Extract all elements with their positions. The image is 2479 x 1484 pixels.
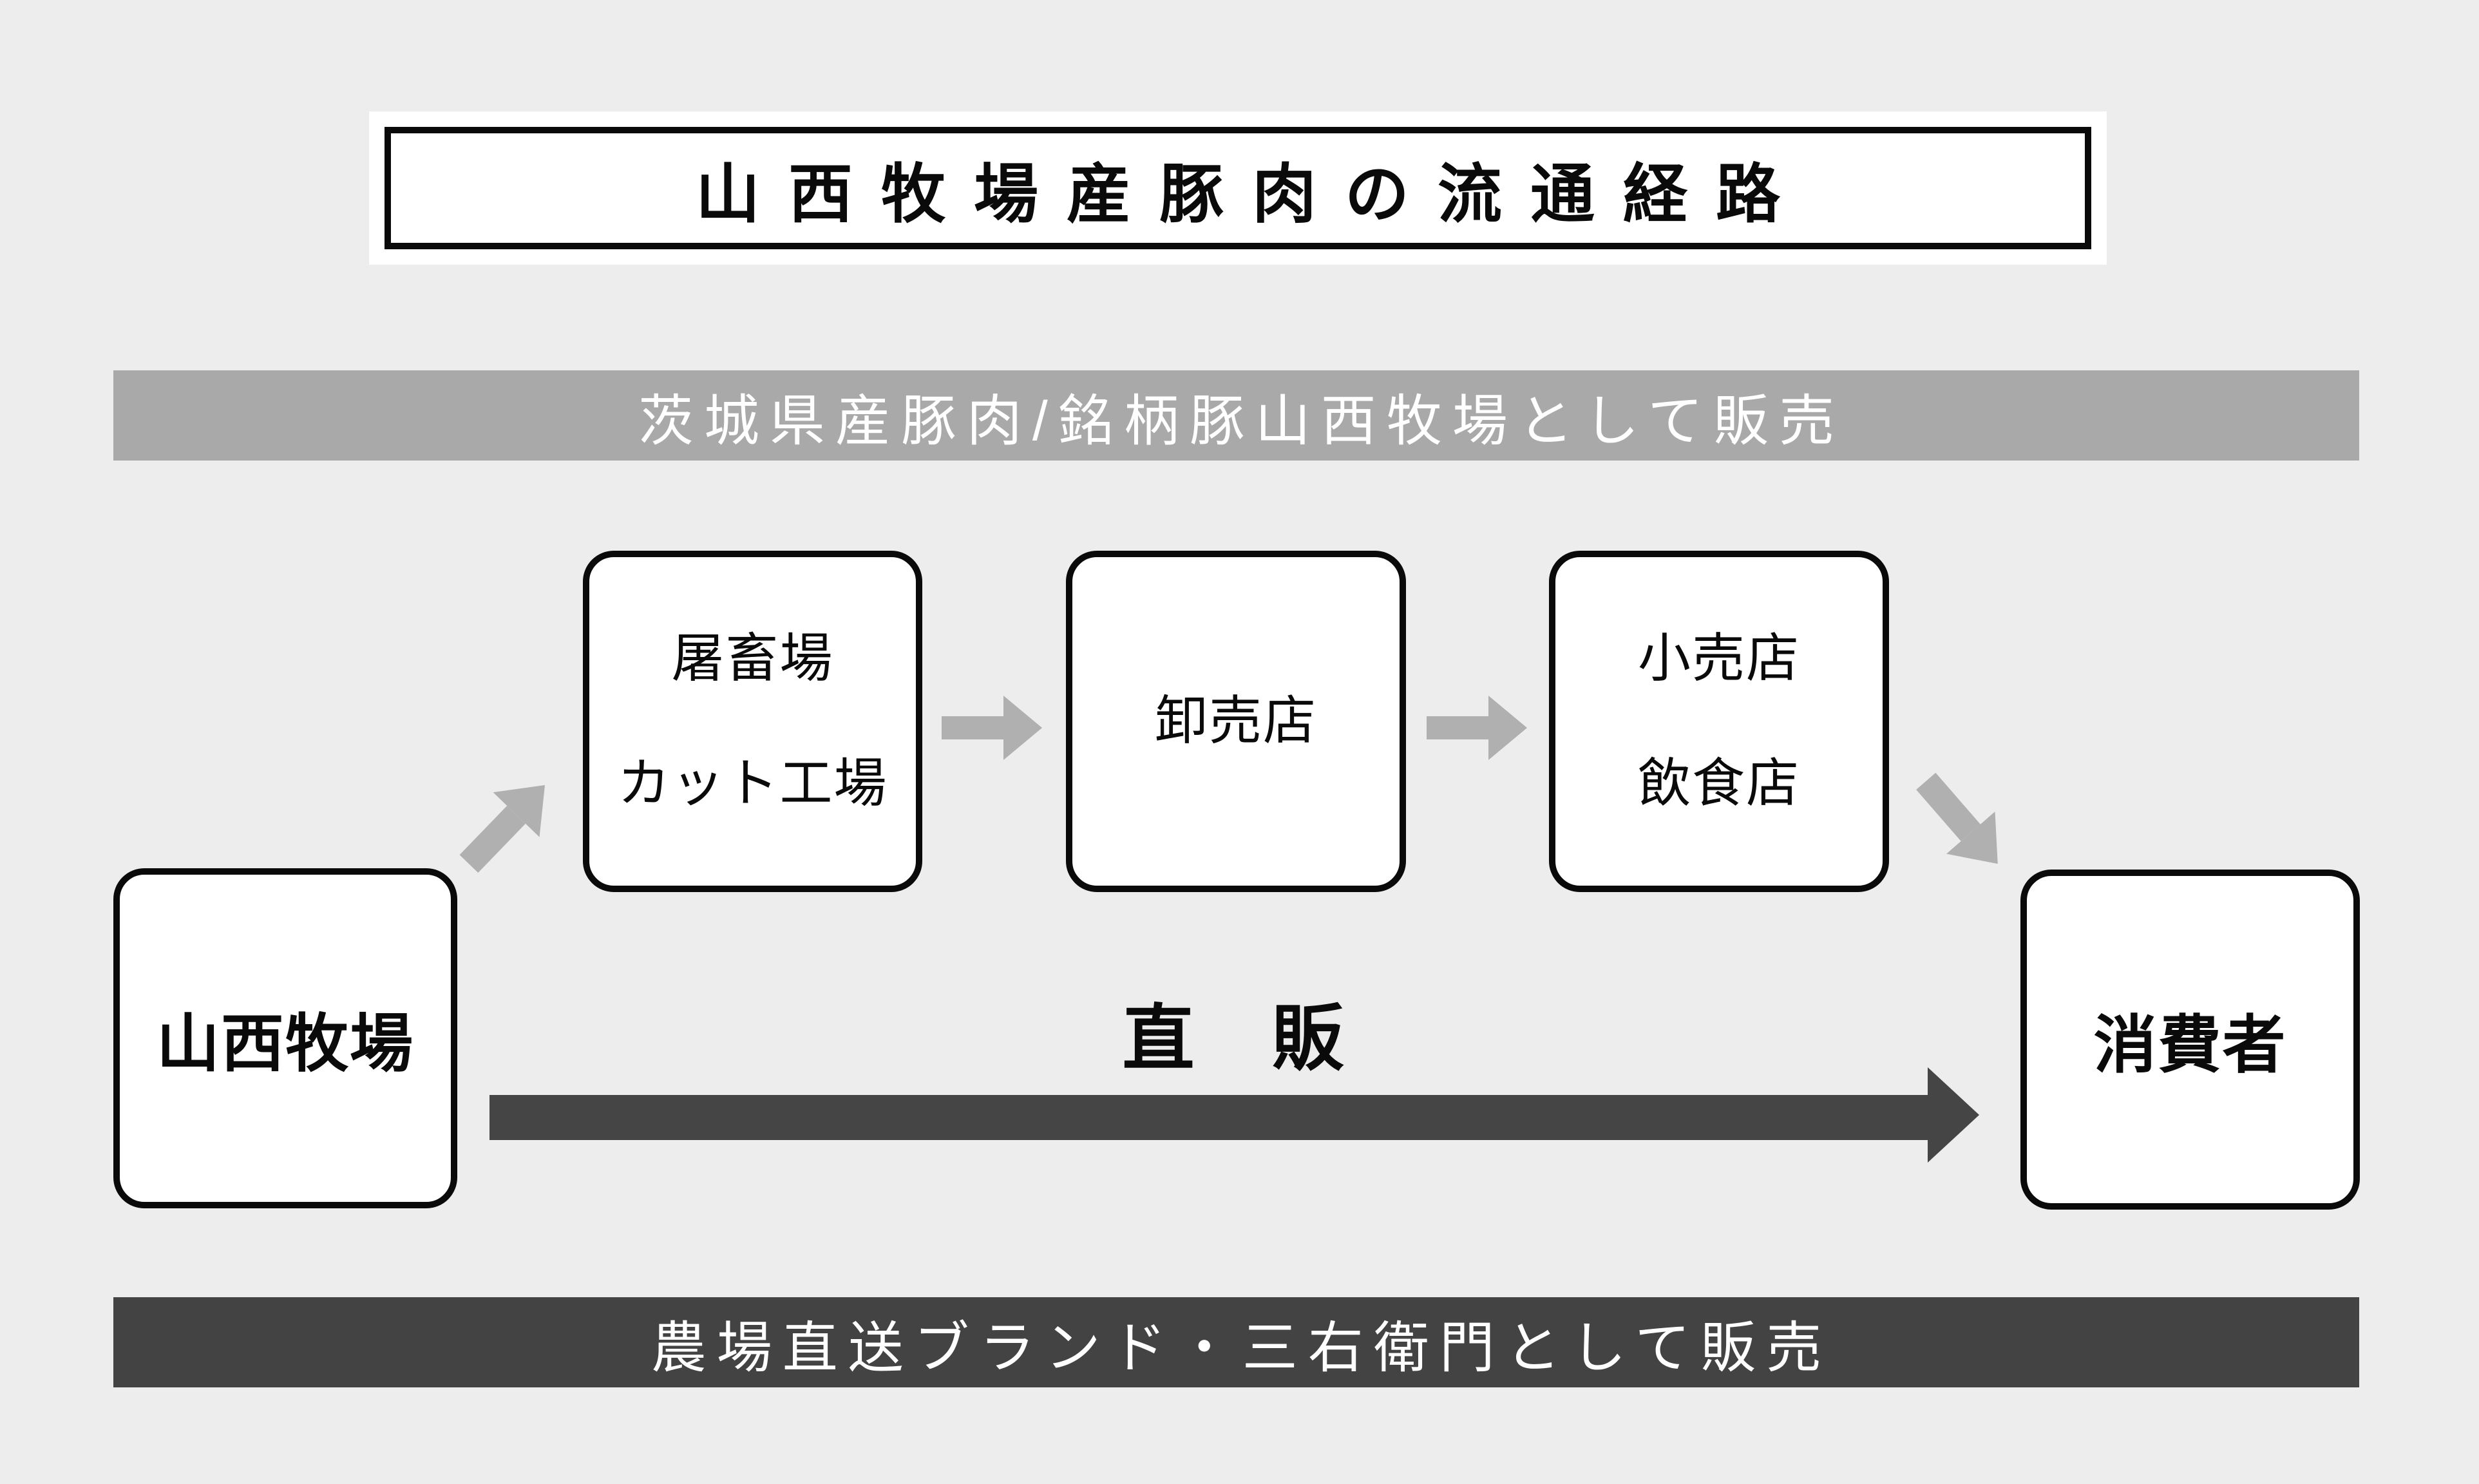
node-slaughterhouse-label: 屠畜場 xyxy=(671,629,834,688)
node-wholesaler-label: 卸売店 xyxy=(1154,692,1317,750)
arrow-head xyxy=(1488,696,1527,760)
arrow-shaft xyxy=(489,1095,1928,1140)
title-frame: 山西牧場産豚肉の流通経路 xyxy=(385,127,2091,249)
arrow-shaft xyxy=(1427,716,1488,739)
node-farm-label: 山西牧場 xyxy=(156,1008,414,1079)
bottom-banner-label: 農場直送ブランド・三右衛門として販売 xyxy=(651,1317,1832,1379)
node-consumer: 消費者 xyxy=(2020,870,2360,1210)
arrow-head xyxy=(1003,696,1042,760)
arrow-wholesale-to-retail-icon xyxy=(1427,696,1527,760)
title-band: 山西牧場産豚肉の流通経路 xyxy=(369,111,2107,265)
node-retail-label: 小売店 xyxy=(1637,629,1800,688)
arrow-farm-to-consumer-direct-icon xyxy=(489,1067,1979,1163)
node-consumer-label: 消費者 xyxy=(2093,1009,2287,1080)
node-farm: 山西牧場 xyxy=(113,868,457,1208)
arrow-retail-to-consumer-icon xyxy=(1901,760,2022,885)
bottom-banner: 農場直送ブランド・三右衛門として販売 xyxy=(113,1297,2359,1387)
arrow-head xyxy=(1928,1067,1979,1163)
node-wholesaler: 卸売店 xyxy=(1066,551,1406,892)
arrow-shaft xyxy=(459,806,526,873)
arrow-slaughter-to-wholesale-icon xyxy=(942,696,1042,760)
page-title: 山西牧場産豚肉の流通経路 xyxy=(696,158,1809,231)
top-banner-label: 茨城県産豚肉/銘柄豚山西牧場として販売 xyxy=(638,390,1845,452)
top-banner: 茨城県産豚肉/銘柄豚山西牧場として販売 xyxy=(113,370,2359,461)
direct-sales-label: 直 販 xyxy=(1122,998,1347,1079)
node-restaurant-label: 飲食店 xyxy=(1637,754,1800,813)
arrow-shaft xyxy=(942,716,1003,739)
arrow-farm-to-slaughter-icon xyxy=(446,763,569,886)
arrow-shaft xyxy=(1916,772,1980,841)
node-cutting-plant-label: カット工場 xyxy=(617,754,888,813)
node-slaughterhouse-cutting-plant: 屠畜場 カット工場 xyxy=(583,551,922,892)
node-retail-restaurant: 小売店 飲食店 xyxy=(1549,551,1889,892)
